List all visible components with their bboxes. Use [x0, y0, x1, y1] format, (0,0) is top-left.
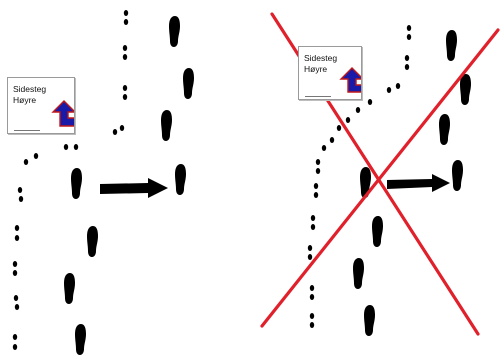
- dog-paw-print-icon: [23, 153, 39, 165]
- dog-paw-print-icon: [404, 55, 410, 70]
- dog-paw-print-icon: [309, 313, 315, 328]
- footprint-icon: [75, 324, 86, 355]
- dog-paw-print-icon: [14, 225, 20, 241]
- footprint-icon: [364, 305, 375, 336]
- dog-paw-print-icon: [386, 83, 401, 93]
- dog-paw-print-icon: [122, 85, 128, 100]
- incorrect-sidestep-panel: Sidesteg Høyre: [252, 0, 504, 358]
- sign-line-2: Høyre: [13, 95, 37, 105]
- right-arrow-icon: [387, 174, 450, 192]
- footprint-icon: [64, 273, 75, 304]
- dog-paw-track: [12, 10, 129, 350]
- dog-paw-print-icon: [122, 45, 128, 60]
- sign-line-2: Høyre: [304, 64, 328, 74]
- dog-paw-print-icon: [406, 25, 412, 40]
- dog-paw-print-icon: [12, 261, 18, 276]
- dog-paw-print-icon: [123, 10, 129, 25]
- sidestep-right-sign: Sidesteg Høyre: [298, 46, 362, 100]
- dog-paw-print-icon: [315, 159, 321, 174]
- dog-paw-print-icon: [63, 144, 79, 150]
- footprint-icon: [452, 160, 463, 191]
- footprint-icon: [460, 74, 471, 105]
- footprint-icon: [161, 110, 172, 141]
- sign-text: Sidesteg Høyre: [13, 84, 46, 106]
- footprint-icon: [169, 16, 180, 47]
- sign-line-1: Sidesteg: [304, 53, 338, 63]
- dog-paw-print-icon: [313, 183, 319, 198]
- dog-paw-print-icon: [310, 215, 316, 230]
- sign-fine-print: [305, 96, 331, 97]
- right-track-scene: [260, 12, 500, 336]
- dog-paw-print-icon: [12, 334, 18, 350]
- dog-paw-print-icon: [307, 245, 313, 260]
- handler-footprint-track: [64, 16, 194, 355]
- dog-paw-print-icon: [321, 137, 335, 151]
- sign-fine-print: [14, 130, 40, 131]
- dog-paw-print-icon: [17, 187, 24, 202]
- footprint-icon: [87, 226, 98, 257]
- footprint-icon: [372, 216, 383, 247]
- dog-paw-print-icon: [112, 125, 125, 135]
- footprint-icon: [353, 258, 364, 289]
- dog-paw-print-icon: [355, 99, 373, 113]
- sidestep-right-sign-icon: [339, 67, 361, 93]
- footprint-icon: [446, 30, 457, 61]
- footprint-icon: [183, 68, 194, 99]
- sign-text: Sidesteg Høyre: [304, 53, 337, 75]
- footprint-icon: [439, 114, 450, 145]
- sign-line-1: Sidesteg: [13, 84, 47, 94]
- sidestep-right-sign-icon: [51, 100, 74, 127]
- footprint-icon: [71, 168, 82, 199]
- dog-paw-print-icon: [13, 295, 20, 310]
- sidestep-right-sign: Sidesteg Høyre: [7, 77, 75, 134]
- dog-paw-track: [307, 25, 412, 328]
- dog-paw-print-icon: [336, 117, 351, 131]
- right-arrow-icon: [100, 178, 168, 198]
- correct-sidestep-panel: Sidesteg Høyre: [7, 10, 194, 355]
- footprint-icon: [175, 164, 186, 195]
- dog-paw-print-icon: [309, 285, 315, 300]
- left-track-scene: [12, 10, 194, 355]
